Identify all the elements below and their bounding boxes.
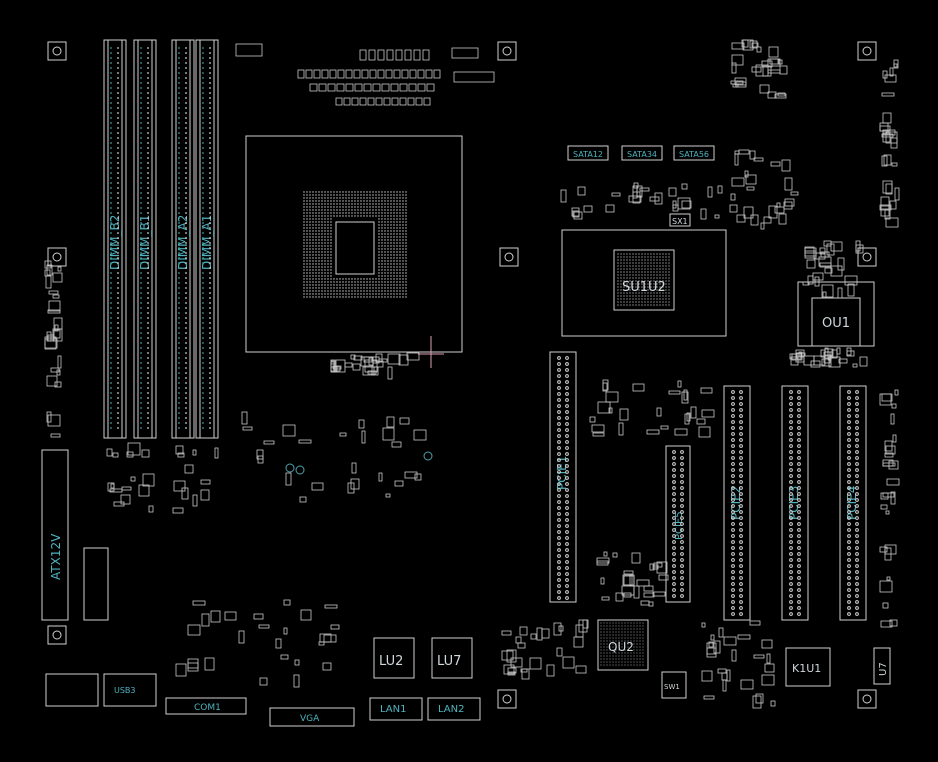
sata12-label: SATA12 <box>573 150 603 159</box>
atx-power-label: ATX12V <box>49 533 63 580</box>
south-bridge-chip: SU1U2 SX1 <box>561 213 727 337</box>
usb3-label: USB3 <box>114 686 136 695</box>
lan2-label: LAN2 <box>438 704 464 715</box>
misc-components <box>44 39 900 709</box>
com1-label: COM1 <box>194 703 221 713</box>
cpu-socket <box>245 135 463 368</box>
dimm-a1-label: DIMM_A1 <box>200 215 214 270</box>
lower-chips: QU2 K1U1 U7 SW1 <box>597 619 891 699</box>
top-components <box>235 43 495 106</box>
u7-label: U7 <box>878 662 889 676</box>
pcie5-label: PCIE5 <box>674 511 685 540</box>
lan-chips: LU2 LU7 LAN1 LAN2 <box>369 637 481 721</box>
pcie-slots: PCIE1 PCIE2 PCIE3 PCIE4 PCIE5 <box>549 351 867 621</box>
io-controller-chip: OU1 <box>797 281 875 347</box>
south-bridge-label: SU1U2 <box>622 280 666 295</box>
dimm-a2-label: DIMM_A2 <box>176 215 190 270</box>
k1u1-label: K1U1 <box>792 662 821 675</box>
pcie4-label: PCIE4 <box>845 486 859 520</box>
qu2-label: QU2 <box>608 640 634 654</box>
sata56-label: SATA56 <box>679 150 709 159</box>
pcie2-label: PCIE2 <box>729 486 743 520</box>
atx-power-connector: ATX12V <box>41 449 109 621</box>
vga-label: VGA <box>300 714 320 724</box>
sata-connectors: SATA12 SATA34 SATA56 <box>567 145 715 161</box>
lan1-label: LAN1 <box>380 704 406 715</box>
io-controller-label: OU1 <box>822 316 850 331</box>
sx1-label: SX1 <box>672 217 688 226</box>
lu7-label: LU7 <box>437 654 461 669</box>
pcie3-label: PCIE3 <box>787 486 801 520</box>
sw1-label: SW1 <box>664 683 680 691</box>
lu2-label: LU2 <box>379 654 403 669</box>
pcie1-label: PCIE1 <box>555 456 569 490</box>
rear-io: USB3 COM1 VGA <box>45 673 355 727</box>
dimm-b1-label: DIMM_B1 <box>138 215 152 270</box>
dimm-b2-label: DIMM_B2 <box>108 215 122 270</box>
mounting-holes <box>47 41 877 709</box>
sata34-label: SATA34 <box>627 150 657 159</box>
dimm-slots: DIMM_B2 DIMM_B1 DIMM_A2 DIMM_A1 <box>103 39 219 439</box>
